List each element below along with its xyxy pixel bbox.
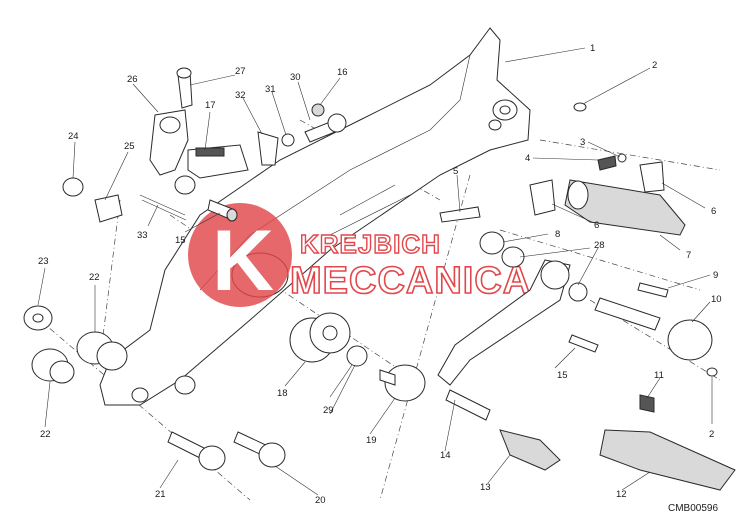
watermark-line1: KREJBICH <box>300 229 441 259</box>
callout-28: 28 <box>594 240 605 251</box>
callout-17: 17 <box>205 100 216 111</box>
callout-18: 18 <box>277 388 288 399</box>
callout-21: 21 <box>155 489 166 500</box>
callout-29: 29 <box>323 405 334 416</box>
callout-15a: 15 <box>175 235 186 246</box>
callout-2: 2 <box>652 60 657 71</box>
callout-27: 27 <box>235 66 246 77</box>
watermark-badge <box>188 203 292 307</box>
callout-10: 10 <box>711 294 722 305</box>
callout-23: 23 <box>38 256 49 267</box>
callout-33: 33 <box>137 230 148 241</box>
right-parts <box>437 102 736 491</box>
leader-lines <box>37 47 713 496</box>
callout-3: 3 <box>580 137 585 148</box>
callout-19: 19 <box>366 435 377 446</box>
callout-30: 30 <box>290 72 301 83</box>
callout-4: 4 <box>525 153 530 164</box>
callout-31: 31 <box>265 84 276 95</box>
callout-1: 1 <box>590 43 595 54</box>
callout-14: 14 <box>440 450 451 461</box>
watermark-line2: MECCANICA <box>290 260 531 302</box>
callout-20: 20 <box>315 495 326 506</box>
left-parts <box>23 67 426 471</box>
callout-25: 25 <box>124 141 135 152</box>
callout-11: 11 <box>654 370 664 381</box>
callout-9: 9 <box>713 270 718 281</box>
callout-16: 16 <box>337 67 348 78</box>
callout-6a: 6 <box>594 220 599 231</box>
callout-24: 24 <box>68 131 79 142</box>
callout-22b: 22 <box>40 429 51 440</box>
watermark-badge-letter: K <box>212 213 274 309</box>
callout-26: 26 <box>127 74 138 85</box>
watermark-logo: K KREJBICH MECCANICA <box>188 203 531 309</box>
callout-7: 7 <box>686 250 691 261</box>
callout-2b: 2 <box>709 429 714 440</box>
callout-6b: 6 <box>711 206 716 217</box>
callout-15b: 15 <box>557 370 568 381</box>
diagram-code: CMB00596 <box>668 503 718 514</box>
bracket-plate <box>99 27 531 406</box>
callout-13: 13 <box>480 482 491 493</box>
callout-8: 8 <box>555 229 560 240</box>
callout-5: 5 <box>453 166 458 177</box>
callout-32: 32 <box>235 90 246 101</box>
callout-labels: 1 2 3 4 5 6 6 7 8 9 10 11 2 12 13 14 15 … <box>38 43 722 506</box>
callout-12: 12 <box>616 489 627 500</box>
callout-22a: 22 <box>89 272 100 283</box>
